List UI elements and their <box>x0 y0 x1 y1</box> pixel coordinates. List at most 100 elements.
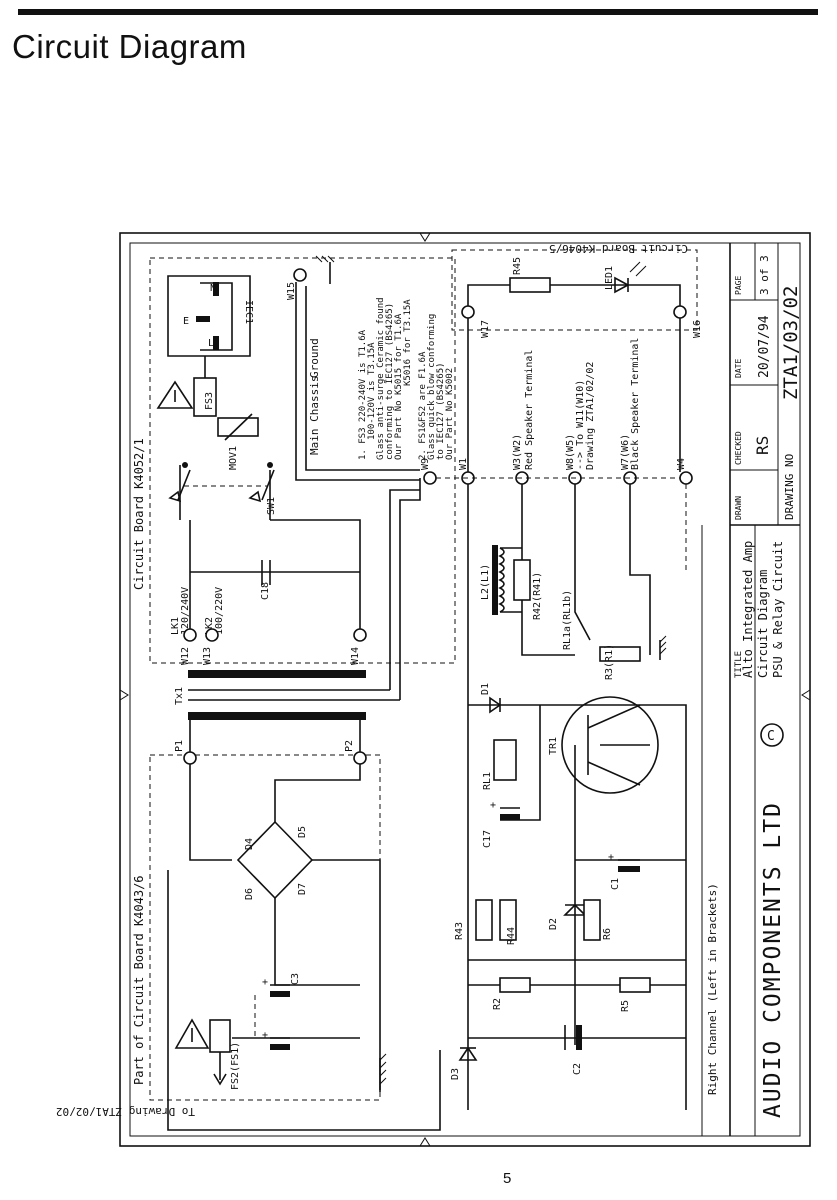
iec-e-label: E <box>183 316 189 327</box>
d6-label: D6 <box>244 888 255 900</box>
ground-symbol-bottom <box>379 1053 387 1092</box>
r5-resistor <box>619 977 651 993</box>
rl1a-label: RL1a(RL1b) <box>562 590 573 650</box>
note-line-7: 2. FS1&FS2 are F1.6A <box>418 351 428 460</box>
d2-label: D2 <box>548 918 559 930</box>
iec-inlet: N E L IEC1 <box>167 275 254 357</box>
sw1-label: SW1 <box>266 497 277 515</box>
ground-symbol-right <box>659 635 667 660</box>
frame-ticks <box>119 232 811 1147</box>
svg-text:+: + <box>262 977 268 988</box>
psu-board-label: Circuit Board K4052/1 <box>132 438 146 590</box>
c18-capacitor: C18 <box>260 560 271 600</box>
lk1-voltage: 120/240V <box>180 587 191 635</box>
l2-label: L2(L1) <box>480 564 491 600</box>
r45-label: R45 <box>512 257 523 275</box>
w3-label: W3(W2) <box>512 434 523 470</box>
r42-resistor <box>513 559 531 601</box>
c17-label: C17 <box>482 830 493 848</box>
wire-w8-relay <box>574 484 591 641</box>
wire-led-loop <box>467 284 681 310</box>
drawing-no-label: DRAWING NO <box>783 454 796 520</box>
note-line-10: Our Part No K5002 <box>445 368 455 460</box>
wire-tx1-upper <box>389 489 420 690</box>
rectifier-board-label: Part of Circuit Board K4043/6 <box>132 875 146 1085</box>
node-p1 <box>183 751 197 765</box>
w17-label: W17 <box>480 320 491 338</box>
terminal-row <box>423 471 693 485</box>
date-value: 20/07/94 <box>757 315 772 378</box>
d2-zener: D2 <box>548 903 587 930</box>
node-w4 <box>679 471 693 485</box>
bridge-rectifier: D4 D5 D6 D7 <box>236 820 314 900</box>
note-line-1: 1. FS3 220-240V is T1.6A <box>358 329 368 460</box>
r5-label: R5 <box>620 1000 631 1012</box>
node-w13 <box>205 628 219 642</box>
wire-sw1-w14 <box>270 519 361 630</box>
title-block: DRAWN CHECKED RS DATE 20/07/94 PAGE 3 of… <box>730 243 802 1136</box>
w4-label: W4 <box>676 458 687 470</box>
r45-resistor <box>509 277 551 293</box>
r2-resistor <box>499 977 531 993</box>
to-drawing-ref-2: Drawing ZTA1/02/02 <box>585 362 596 470</box>
tx1-label: Tx1 <box>174 687 185 705</box>
page-title: Circuit Diagram <box>12 28 247 65</box>
c3b-capacitor: + <box>262 1030 290 1050</box>
ground-label: Ground <box>308 338 321 378</box>
ground-wire <box>295 282 420 481</box>
page-value: 3 of 3 <box>758 255 771 295</box>
c2-label: C2 <box>572 1063 583 1075</box>
main-chassis-label: Main Chassis <box>308 376 321 455</box>
drawing-no-value: ZTA1/03/02 <box>780 286 802 400</box>
right-channel-label: Right Channel (Left in Brackets) <box>706 883 719 1095</box>
c3-label: C3 <box>290 973 301 985</box>
page-number: 5 <box>503 1170 512 1187</box>
ground-symbol-top <box>315 255 335 284</box>
iec-l-label: L <box>208 338 214 349</box>
black-terminal-label: Black Speaker Terminal <box>630 338 641 470</box>
d5-label: D5 <box>297 826 308 838</box>
c3-capacitor: + C3 <box>262 973 301 997</box>
d3-label: D3 <box>450 1068 461 1080</box>
node-w15 <box>293 268 307 282</box>
r6-resistor <box>583 899 601 941</box>
r43-label: R43 <box>454 922 465 940</box>
l2-inductor: L2(L1) <box>480 545 522 615</box>
note-line-2: 100-120V is T3.15A <box>367 342 377 440</box>
node-w17 <box>461 305 475 319</box>
w15-label: W15 <box>286 282 297 300</box>
r43-resistor <box>475 899 493 941</box>
node-p2 <box>353 751 367 765</box>
d7-label: D7 <box>297 883 308 895</box>
mov1-varistor: MOV1 <box>217 413 259 470</box>
c2-capacitor: C2 <box>564 1025 583 1075</box>
to-drawing-ref: --> To W11(W10) <box>575 380 586 470</box>
wire-bridge-out <box>312 859 381 1090</box>
w12-label: W12 <box>180 647 191 665</box>
drawing-inner-frame <box>129 242 801 1137</box>
w8-label: W8(W5) <box>565 434 576 470</box>
title-line-1: Alto Integrated Amp <box>741 541 755 678</box>
wire-bridge-neg <box>274 898 360 986</box>
c17-capacitor: + C17 <box>482 800 520 848</box>
wire-tx1-lower <box>399 478 421 700</box>
title-line-2: Circuit Diagram <box>756 570 770 678</box>
notes-block: 1. FS3 220-240V is T1.6A 100-120V is T3.… <box>358 297 455 460</box>
iec-n-label: N <box>210 283 216 294</box>
copyright-circle <box>760 723 784 747</box>
mov1-label: MOV1 <box>228 446 239 470</box>
c1-label: C1 <box>610 878 621 890</box>
lk1-label: LK1 <box>170 617 181 635</box>
wire-p2-bridge <box>274 764 361 822</box>
r6-label: R6 <box>602 928 613 940</box>
wire-bottom-loop <box>167 870 441 1131</box>
r42-label: R42(R41) <box>532 572 543 620</box>
r2-label: R2 <box>492 998 503 1010</box>
drawn-label: DRAWN <box>734 496 743 520</box>
w7-label: W7(W6) <box>620 434 631 470</box>
wire-w3-relay <box>521 484 575 656</box>
fs3-fuse: FS3 <box>156 356 217 417</box>
p2-label: P2 <box>344 740 355 752</box>
copyright-mark: C <box>767 729 775 744</box>
